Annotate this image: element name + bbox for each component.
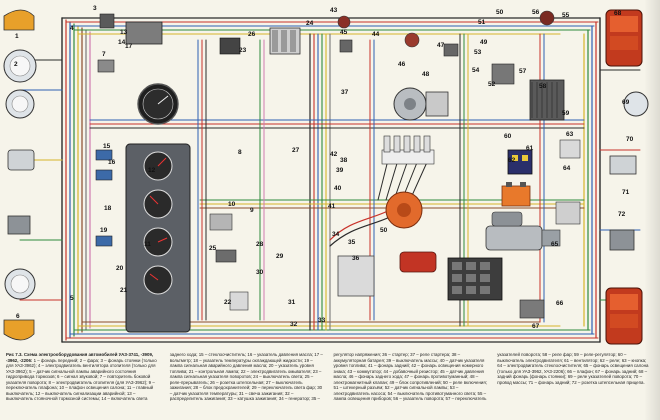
component-label-46: 46 [398,61,406,68]
component-label-42: 42 [330,151,338,158]
component-label-71: 71 [622,189,630,196]
component-label-30: 30 [256,269,264,276]
component-label-11: 11 [144,241,151,248]
component-label-28: 28 [256,241,264,248]
component-label-58: 58 [539,83,547,90]
component-label-31: 31 [288,299,296,306]
component-label-45: 45 [340,29,348,36]
component-label-8: 8 [238,149,242,156]
component-label-68: 68 [614,10,622,17]
component-label-27: 27 [292,147,300,154]
component-label-55: 55 [562,12,570,19]
component-label-53: 53 [474,49,482,56]
component-label-52: 52 [488,81,496,88]
component-label-62: 62 [508,157,516,164]
starter-motor [485,211,561,251]
component-label-41: 41 [328,203,336,210]
component-label-10: 10 [228,201,236,208]
front-lamps [3,9,37,341]
caption-text: 1 – фонарь передний; 2 – фара; 3 – фонар… [6,352,649,401]
component-label-39: 39 [336,167,344,174]
component-label-43: 43 [330,7,338,14]
component-label-18: 18 [104,205,112,212]
component-label-66: 66 [556,300,564,307]
component-label-22: 22 [224,299,232,306]
component-label-72: 72 [618,211,626,218]
component-label-6: 6 [16,313,20,320]
component-label-7: 7 [102,51,106,58]
component-label-69: 69 [622,99,630,106]
switches-left [95,13,249,311]
component-label-48: 48 [422,71,430,78]
component-label-33: 33 [318,317,326,324]
component-number-labels: 1321314717232426434445464748495051525354… [14,5,634,330]
component-label-47: 47 [437,42,445,49]
caption-title: Рис 7.3. Схема электрооборудования автом… [6,352,154,363]
component-label-17: 17 [125,43,133,50]
component-label-4: 4 [70,25,74,32]
component-label-65: 65 [551,241,559,248]
component-label-61: 61 [526,145,534,152]
component-label-16: 16 [108,159,116,166]
component-label-3: 3 [93,5,97,12]
component-label-26: 26 [248,31,256,38]
component-label-15: 15 [103,143,111,150]
component-label-44: 44 [372,31,380,38]
component-label-59: 59 [562,110,570,117]
component-label-21: 21 [120,287,128,294]
instrument-cluster [125,83,191,333]
component-label-60: 60 [504,133,512,140]
battery [501,182,531,207]
component-label-50: 50 [496,9,504,16]
component-label-19: 19 [100,227,108,234]
generator [393,87,449,121]
rear-lamps [605,9,649,345]
component-label-35: 35 [348,239,356,246]
component-label-54: 54 [472,67,480,74]
component-label-25: 25 [209,245,217,252]
component-label-23: 23 [239,47,247,54]
component-label-12: 12 [148,167,156,174]
component-label-14: 14 [118,39,126,46]
component-label-24: 24 [306,20,314,27]
component-label-37: 37 [341,89,349,96]
top-components [125,10,565,121]
component-label-2: 2 [14,61,18,68]
component-label-38: 38 [340,157,348,164]
component-label-56: 56 [532,9,540,16]
figure-caption: Рис 7.3. Схема электрооборудования автом… [6,352,652,416]
component-label-9: 9 [250,207,254,214]
component-label-50: 50 [380,227,388,234]
component-label-20: 20 [116,265,124,272]
component-label-1: 1 [15,33,19,40]
component-label-40: 40 [334,185,342,192]
component-label-29: 29 [276,253,284,260]
component-label-57: 57 [519,68,527,75]
component-label-67: 67 [532,323,540,330]
component-label-64: 64 [563,165,571,172]
component-label-5: 5 [70,295,74,302]
relay-block [507,139,581,319]
ignition-system [337,135,503,301]
component-label-13: 13 [120,29,128,36]
component-label-63: 63 [566,131,574,138]
component-label-36: 36 [352,255,360,262]
component-label-34: 34 [332,231,340,238]
component-label-32: 32 [290,321,298,328]
component-label-51: 51 [478,19,486,26]
component-label-49: 49 [480,39,488,46]
component-label-70: 70 [626,136,634,143]
